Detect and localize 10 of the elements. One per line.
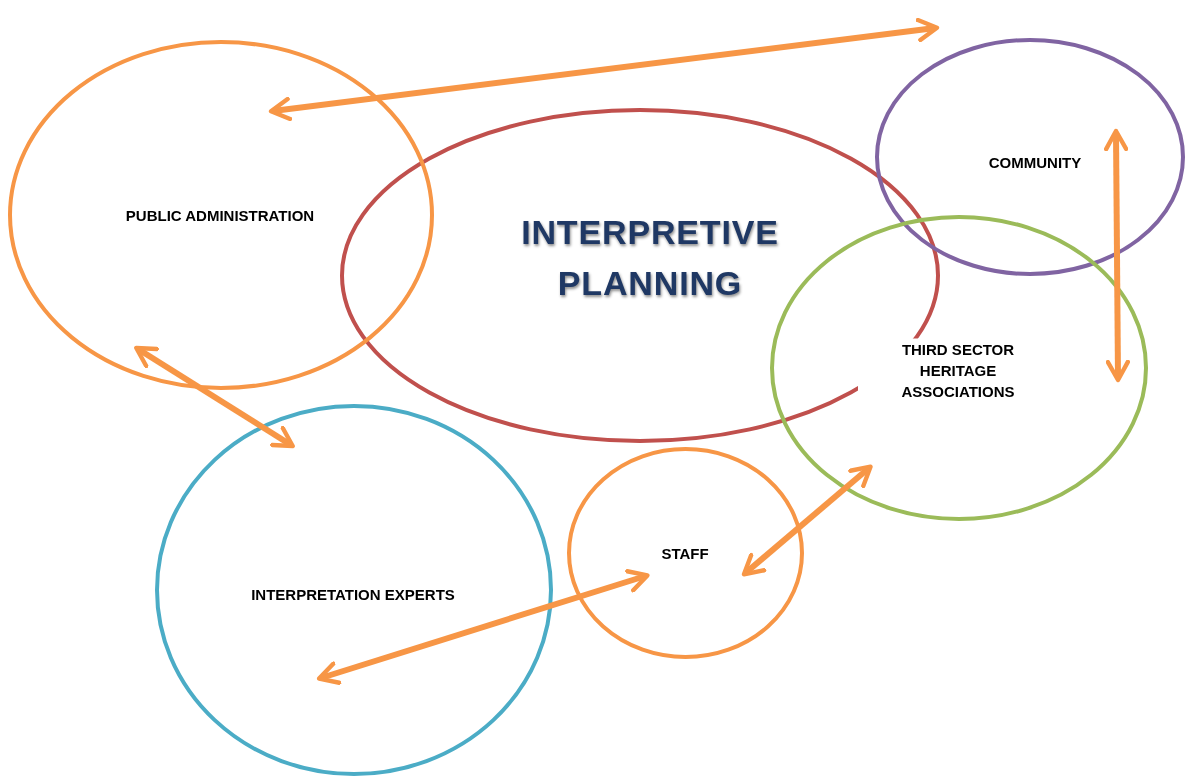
ellipse — [155, 404, 553, 776]
double-arrow — [741, 464, 873, 577]
ellipse — [567, 447, 804, 659]
ellipse — [8, 40, 434, 390]
node-label: INTERPRETIVE PLANNING — [520, 212, 780, 304]
double-arrow — [1103, 128, 1131, 383]
double-arrow — [134, 345, 295, 449]
ellipse — [875, 38, 1185, 276]
double-arrow — [316, 569, 650, 685]
double-arrow — [268, 17, 940, 122]
